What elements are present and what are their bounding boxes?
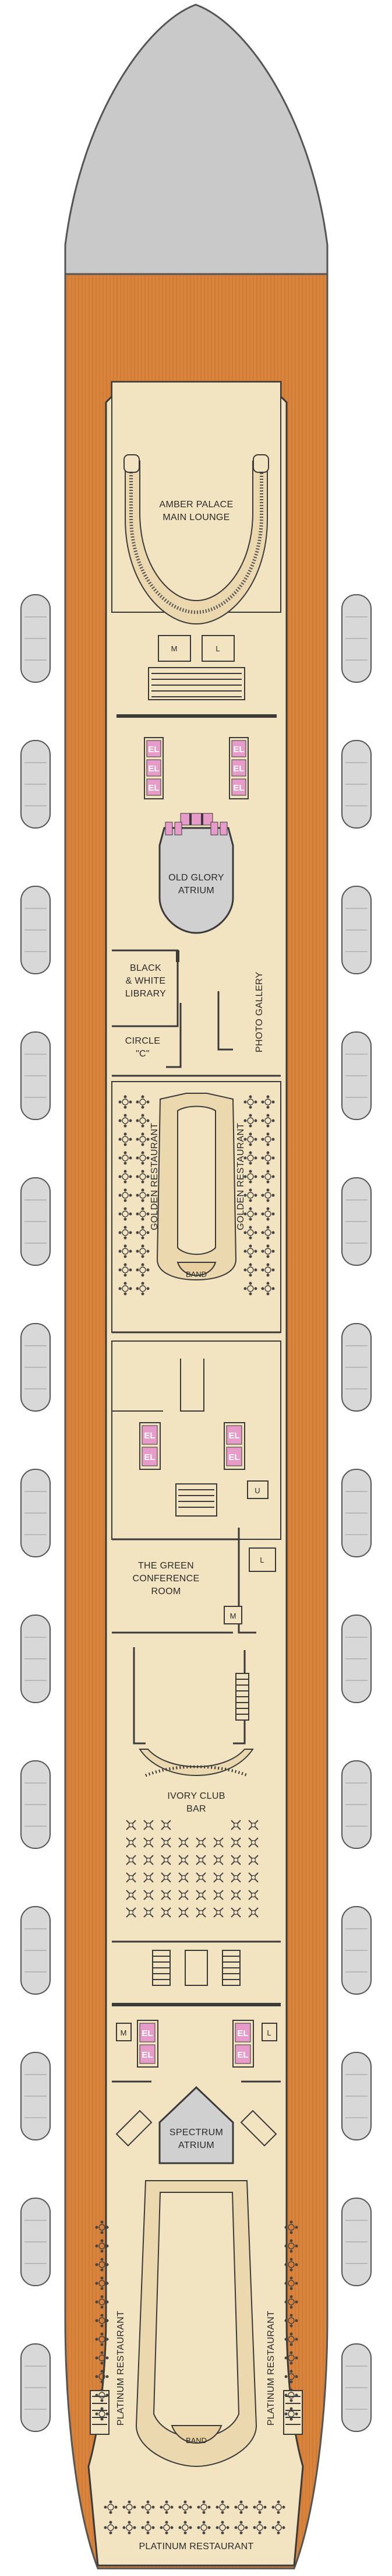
lifeboat [20,1177,51,1266]
conference-label-1: THE GREEN [138,1561,194,1571]
lifeboat [20,1323,51,1412]
lifeboat [341,594,372,683]
spectrum-atrium-label: ATRIUM [178,2140,214,2150]
ivory-bar-label: BAR [186,1804,206,1814]
elevators-mid: EL EL EL EL U [111,1340,281,1540]
golden-restaurant-label-right: GOLDEN RESTAURANT [236,1123,246,1230]
lifeboat [341,1469,372,1557]
old-glory-label: OLD GLORY [168,873,224,883]
svg-text:EL: EL [142,2028,153,2038]
svg-text:EL: EL [148,764,159,774]
circle-c-label-1: CIRCLE [125,1036,160,1046]
platinum-label-right: PLATINUM RESTAURANT [266,2311,276,2426]
lifeboat [341,740,372,829]
svg-text:EL: EL [237,2050,248,2060]
mens-restroom-mid-label: M [230,1612,236,1620]
band-label-bottom: BAND [186,2436,207,2445]
lifeboat [341,1615,372,1703]
mens-restroom-label: M [171,644,178,653]
circle-c-label-2: "C" [136,1049,150,1059]
bow-hull [64,3,329,275]
platinum-restaurant: BAND PLATINUM RESTAURANT PLATINUM RESTAU… [90,2180,303,2552]
lifeboat [341,1760,372,1849]
platinum-label-left: PLATINUM RESTAURANT [116,2311,126,2426]
svg-text:EL: EL [148,783,159,793]
svg-text:EL: EL [148,745,159,754]
svg-text:EL: EL [144,1431,155,1441]
lifeboat [341,1177,372,1266]
lifeboat [341,886,372,974]
lifeboat [20,1615,51,1703]
lifeboat [341,1031,372,1120]
lifeboat [20,1469,51,1557]
amber-palace-lounge: AMBER PALACE MAIN LOUNGE [111,381,281,625]
spectrum-atrium: SPECTRUM ATRIUM [115,2086,277,2164]
lifeboat [341,1906,372,1995]
lifeboat [341,1323,372,1412]
library-label-1: BLACK [130,963,161,973]
conference-label-2: CONFERENCE [132,1574,199,1584]
golden-restaurant: BAND GOLDEN RESTAURANT GOLDEN RESTAURANT [111,1081,281,1333]
photo-gallery-label: PHOTO GALLERY [255,972,264,1052]
library-label-2: & WHITE [126,976,166,986]
lifeboat [341,2343,372,2432]
lifeboat [20,1760,51,1849]
elevators-aft: M L EL EL EL EL [112,1950,281,2083]
conference-label-3: ROOM [151,1587,181,1596]
lifeboat [20,740,51,829]
mens-restroom-aft-label: M [121,2028,127,2037]
svg-text:EL: EL [228,1452,239,1462]
svg-text:EL: EL [144,1452,155,1462]
svg-text:EL: EL [142,2050,153,2060]
elevators-forward: EL EL EL EL EL EL [144,737,249,799]
band-label-top: BAND [186,1270,207,1279]
lifeboat [341,2052,372,2140]
svg-text:EL: EL [233,745,244,754]
golden-restaurant-label-left: GOLDEN RESTAURANT [150,1123,160,1230]
lifeboat [341,2198,372,2286]
lifeboat [20,594,51,683]
old-glory-atrium: OLD GLORY ATRIUM [158,813,234,934]
green-conference-room: THE GREEN CONFERENCE ROOM L M [112,1528,276,1634]
library-label-3: LIBRARY [125,989,166,999]
unisex-restroom-label: U [255,1486,260,1495]
platinum-label-bottom: PLATINUM RESTAURANT [139,2542,253,2552]
svg-text:EL: EL [233,764,244,774]
lifeboat [20,1906,51,1995]
spectrum-label: SPECTRUM [169,2128,223,2138]
ivory-club-label: IVORY CLUB [167,1791,225,1801]
ladies-restroom-aft-label: L [267,2028,271,2037]
ladies-restroom-label: L [216,644,220,653]
amber-palace-label: AMBER PALACE [160,500,234,510]
ivory-club-bar: IVORY CLUB BAR [112,1749,281,1943]
lifeboat [20,2052,51,2140]
lifeboat [20,2198,51,2286]
library-area: BLACK & WHITE LIBRARY CIRCLE "C" PHOTO G… [112,949,281,1077]
lifeboat [20,886,51,974]
svg-text:EL: EL [237,2028,248,2038]
mid-aft-area [133,1647,249,1745]
main-lounge-label: MAIN LOUNGE [163,513,229,522]
old-glory-atrium-label: ATRIUM [178,886,214,896]
restrooms-forward: M L [158,635,235,662]
lifeboat [20,1031,51,1120]
svg-text:EL: EL [233,783,244,793]
svg-text:EL: EL [228,1431,239,1441]
lifeboat [20,2343,51,2432]
stairs-forward [116,667,277,718]
ladies-restroom-mid-label: L [260,1556,264,1564]
